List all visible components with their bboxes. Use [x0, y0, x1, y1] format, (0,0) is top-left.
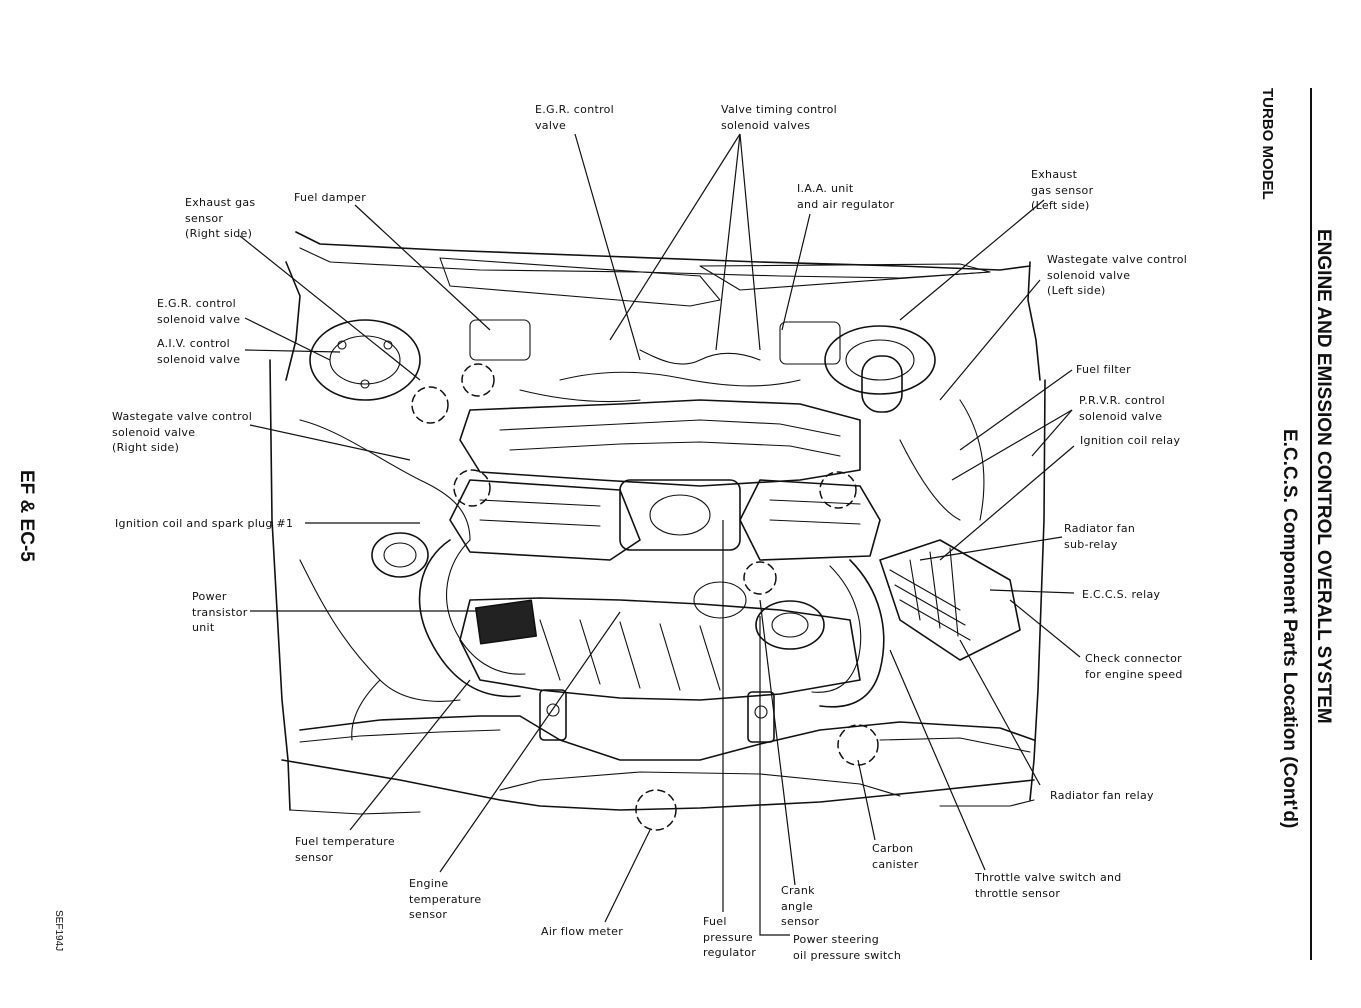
label-ignition-coil-relay: Ignition coil relay: [1080, 434, 1181, 447]
label-radiator-fan-relay: Radiator fan relay: [1050, 789, 1154, 802]
label-iaa-unit: I.A.A. unit and air regulator: [797, 182, 895, 211]
label-valve-timing-solenoids: Valve timing control solenoid valves: [721, 103, 837, 132]
label-aiv-control-solenoid: A.I.V. control solenoid valve: [157, 337, 241, 366]
label-fuel-temperature-sensor: Fuel temperature sensor: [295, 835, 395, 864]
label-wastegate-solenoid-left: Wastegate valve control solenoid valve (…: [1047, 253, 1188, 297]
label-fuel-pressure-regulator: Fuel pressure regulator: [703, 915, 757, 959]
label-fuel-filter: Fuel filter: [1076, 363, 1131, 376]
label-power-steering-switch: Power steering oil pressure switch: [793, 933, 902, 962]
label-engine-temperature-sensor: Engine temperature sensor: [409, 877, 482, 921]
label-ignition-coil-spark-plug: Ignition coil and spark plug #1: [115, 517, 294, 530]
label-prvr-control-solenoid: P.R.V.R. control solenoid valve: [1079, 394, 1165, 423]
label-power-transistor: Power transistor unit: [192, 590, 248, 634]
label-exhaust-gas-sensor-right: Exhaust gas sensor (Right side): [185, 196, 256, 240]
label-carbon-canister: Carbon canister: [872, 842, 919, 871]
label-eccs-relay: E.C.C.S. relay: [1082, 588, 1161, 601]
label-fuel-damper: Fuel damper: [294, 191, 367, 204]
label-egr-control-solenoid: E.G.R. control solenoid valve: [157, 297, 241, 326]
label-exhaust-gas-sensor-left: Exhaust gas sensor (Left side): [1031, 168, 1094, 212]
label-crank-angle-sensor: Crank angle sensor: [781, 884, 820, 928]
label-check-connector: Check connector for engine speed: [1085, 652, 1183, 681]
label-wastegate-solenoid-right: Wastegate valve control solenoid valve (…: [112, 410, 253, 454]
label-radiator-fan-sub-relay: Radiator fan sub-relay: [1064, 522, 1136, 551]
label-air-flow-meter: Air flow meter: [541, 925, 624, 938]
label-throttle-valve-switch: Throttle valve switch and throttle senso…: [975, 871, 1122, 900]
label-egr-control-valve: E.G.R. control valve: [535, 103, 615, 132]
